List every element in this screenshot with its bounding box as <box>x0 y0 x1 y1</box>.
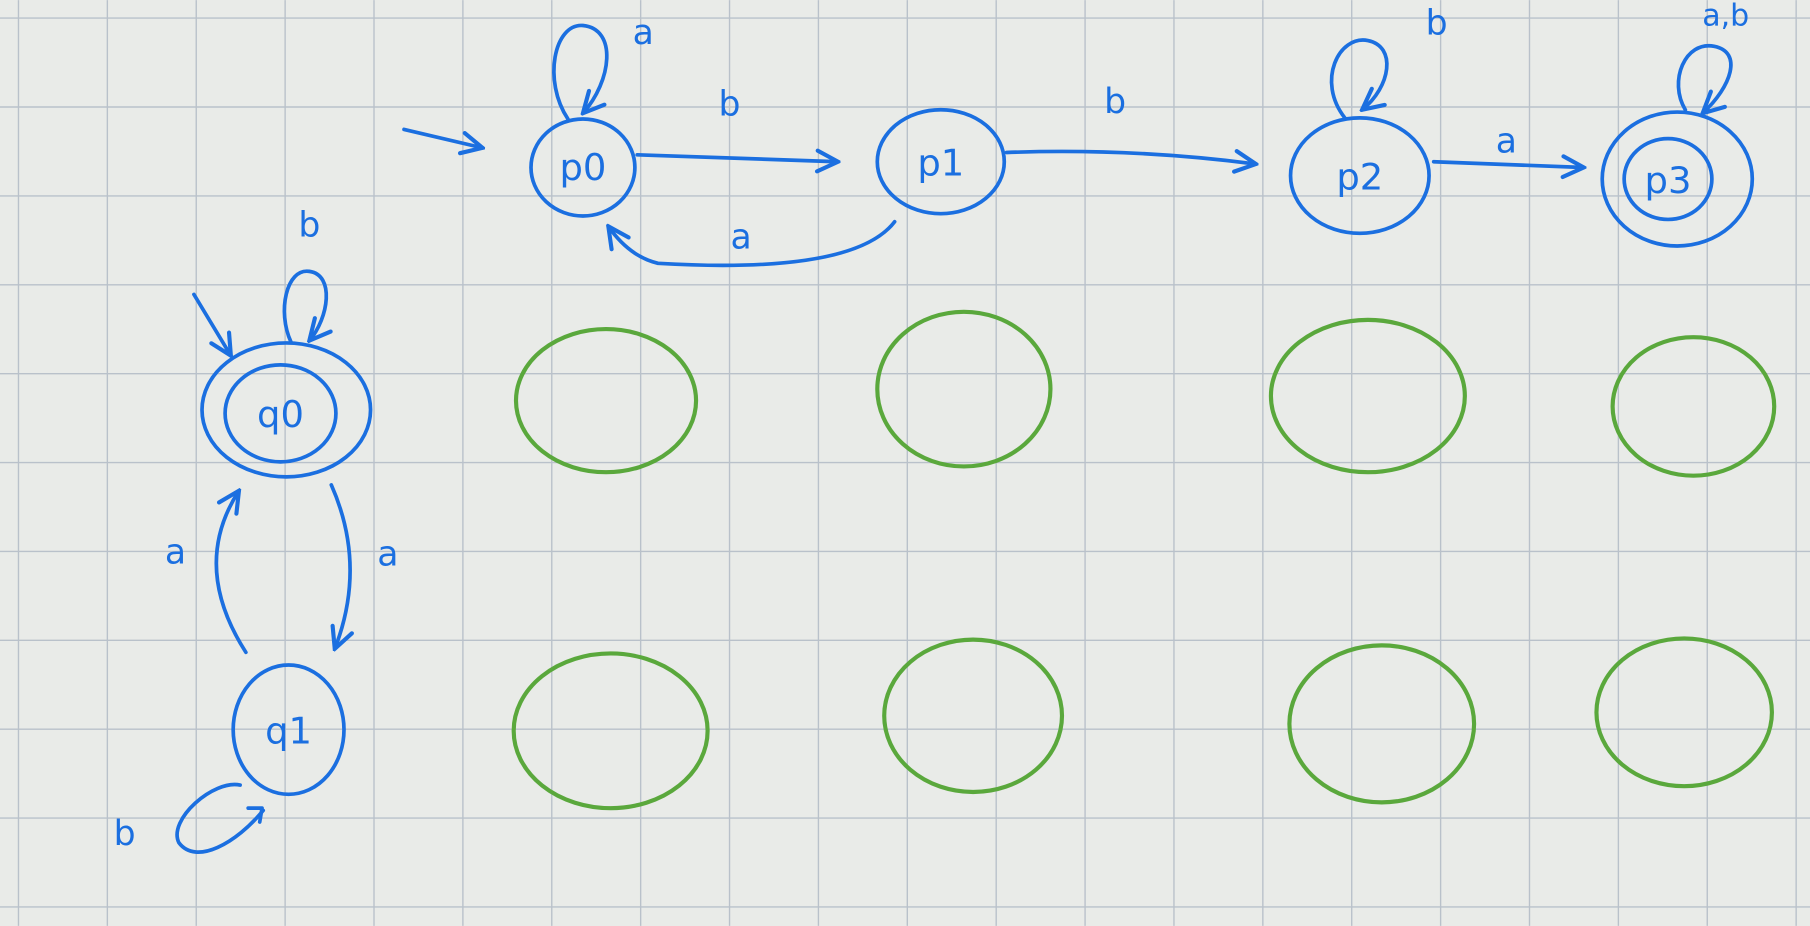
automaton-q: q0 b q1 a a b <box>114 206 399 854</box>
start-arrow-p0 <box>402 127 482 147</box>
edge-label-p2-p3: a <box>1496 121 1517 161</box>
state-p0 <box>529 117 637 218</box>
state-q0-outer <box>200 341 373 479</box>
self-loop-q0 <box>282 269 326 342</box>
start-arrow-q0 <box>192 292 231 355</box>
state-p3-outer <box>1600 110 1755 248</box>
self-loop-q1-arrowhead <box>246 806 264 824</box>
edge-p1-p2 <box>1004 151 1256 164</box>
edge-p2-p3 <box>1431 162 1584 168</box>
state-label-p2: p2 <box>1336 155 1383 198</box>
product-state-empty <box>511 651 710 811</box>
product-state-empty <box>1610 335 1777 478</box>
edge-label-p1-p0: a <box>730 217 751 257</box>
self-loop-p3 <box>1676 43 1733 114</box>
product-states-grid <box>511 309 1777 811</box>
self-loop-p2 <box>1329 38 1389 120</box>
edge-q0-q1 <box>329 483 350 649</box>
product-state-empty <box>513 327 699 475</box>
edge-p0-p1 <box>635 155 838 162</box>
automaton-p: p0 a p1 b a b p2 b a p3 a,b <box>402 0 1755 268</box>
edge-label-q0-self: b <box>298 206 320 246</box>
product-state-empty <box>1268 317 1467 475</box>
edge-label-p2-self: b <box>1426 4 1448 44</box>
product-state-empty <box>1594 636 1774 789</box>
product-state-empty <box>875 309 1053 469</box>
state-q1 <box>231 663 346 797</box>
edge-label-q1-self: b <box>114 814 136 854</box>
state-label-p3: p3 <box>1645 159 1692 202</box>
state-p2 <box>1288 116 1431 236</box>
self-loop-q1 <box>175 782 266 854</box>
product-state-empty <box>882 637 1065 795</box>
edge-label-q0-q1: a <box>377 535 398 575</box>
state-label-q0: q0 <box>257 393 304 436</box>
edge-p1-p0 <box>608 219 897 268</box>
state-label-p0: p0 <box>559 146 606 189</box>
edge-label-p1-p2: b <box>1104 82 1126 122</box>
edge-label-p3-self: a,b <box>1702 0 1749 34</box>
self-loop-p0 <box>552 23 609 121</box>
state-q0-inner <box>223 363 338 464</box>
edge-label-p0-p1: b <box>719 85 741 125</box>
state-p3-inner <box>1622 136 1714 222</box>
edge-q1-q0 <box>214 491 248 655</box>
product-state-empty <box>1287 643 1477 805</box>
state-p1 <box>875 107 1007 216</box>
edge-label-q1-q0: a <box>165 532 186 572</box>
edge-label-p0-self: a <box>633 13 654 53</box>
state-label-q1: q1 <box>265 710 312 753</box>
state-label-p1: p1 <box>917 142 964 185</box>
